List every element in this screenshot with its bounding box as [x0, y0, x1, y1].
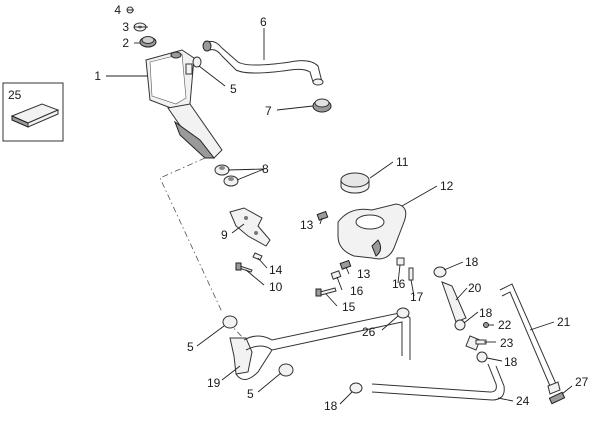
callout-23: 23	[500, 336, 514, 350]
callout-13-lower: 13	[357, 267, 371, 281]
callout-22: 22	[498, 318, 512, 332]
callout-18-bottom: 18	[324, 399, 338, 413]
callout-5-bottom: 5	[247, 387, 254, 401]
callout-11: 11	[396, 155, 409, 169]
part-12-reservoir	[337, 203, 407, 260]
part-9-bracket	[229, 207, 271, 247]
part-13-grommet-lower	[339, 259, 352, 270]
part-2-grommet	[139, 36, 157, 48]
part-14-bolt	[252, 252, 263, 261]
part-11-filler-cap	[340, 172, 370, 194]
callout-19: 19	[207, 376, 221, 390]
callout-25: 25	[8, 88, 22, 102]
callout-24: 24	[516, 394, 530, 408]
callout-16-left: 16	[350, 284, 364, 298]
callout-27: 27	[575, 375, 589, 389]
part-15-bolt	[315, 287, 337, 297]
part-19-coolant-hose	[229, 311, 411, 380]
part-8-rubber-mounts	[214, 164, 239, 187]
part-18-clamp-top	[433, 266, 447, 278]
callout-10: 10	[269, 280, 283, 294]
callout-1: 1	[94, 69, 101, 83]
callout-18-middle: 18	[479, 306, 493, 320]
callout-2: 2	[122, 36, 129, 50]
part-25-inset	[2, 82, 64, 142]
leader-lines	[106, 9, 573, 405]
callout-7: 7	[265, 104, 272, 118]
callout-16-right: 16	[392, 277, 406, 291]
callout-labels: 4 3 2 1 5 6 7 8 9 14 10 11 12 13 13 16 1…	[8, 3, 589, 413]
callout-26: 26	[362, 325, 376, 339]
callout-17: 17	[410, 290, 424, 304]
callout-5-left: 5	[187, 340, 194, 354]
part-10-bolt	[235, 262, 253, 273]
part-23-tee-fitting	[465, 335, 487, 351]
part-16-spacer-left	[330, 270, 342, 280]
part-17-bolt	[408, 267, 414, 281]
callout-13-upper: 13	[300, 218, 314, 232]
part-6-vent-hose	[202, 40, 324, 86]
callout-12: 12	[440, 179, 454, 193]
callout-9: 9	[221, 228, 228, 242]
callout-8: 8	[262, 162, 269, 176]
part-7-cap	[312, 98, 332, 113]
callout-5-top: 5	[230, 82, 237, 96]
part-5-clamp-left	[222, 315, 238, 329]
callout-20: 20	[468, 281, 482, 295]
part-16-spacer-right	[396, 257, 405, 266]
part-1-expansion-tank	[145, 49, 223, 159]
part-5-clamp-bottom	[278, 363, 294, 377]
part-18-clamp-lower	[476, 351, 488, 363]
part-5-top-clamp	[192, 56, 202, 68]
callout-3: 3	[122, 20, 129, 34]
callout-18-top: 18	[465, 255, 479, 269]
callout-4: 4	[114, 3, 121, 17]
callout-6: 6	[260, 15, 267, 29]
callout-14: 14	[269, 263, 283, 277]
callout-21: 21	[557, 315, 571, 329]
part-21-overflow-pipe	[499, 283, 561, 395]
part-26-clamp	[396, 307, 410, 319]
part-27-fitting	[548, 391, 566, 405]
callout-15: 15	[342, 300, 356, 314]
part-22-clip	[483, 322, 489, 328]
part-20-hose-section	[441, 281, 467, 323]
part-13-grommet-upper	[316, 210, 329, 221]
callout-18-lower: 18	[504, 355, 518, 369]
part-18-clamp-middle	[454, 319, 466, 331]
part-24-long-hose	[371, 363, 505, 401]
part-18-clamp-bottom	[349, 382, 363, 394]
